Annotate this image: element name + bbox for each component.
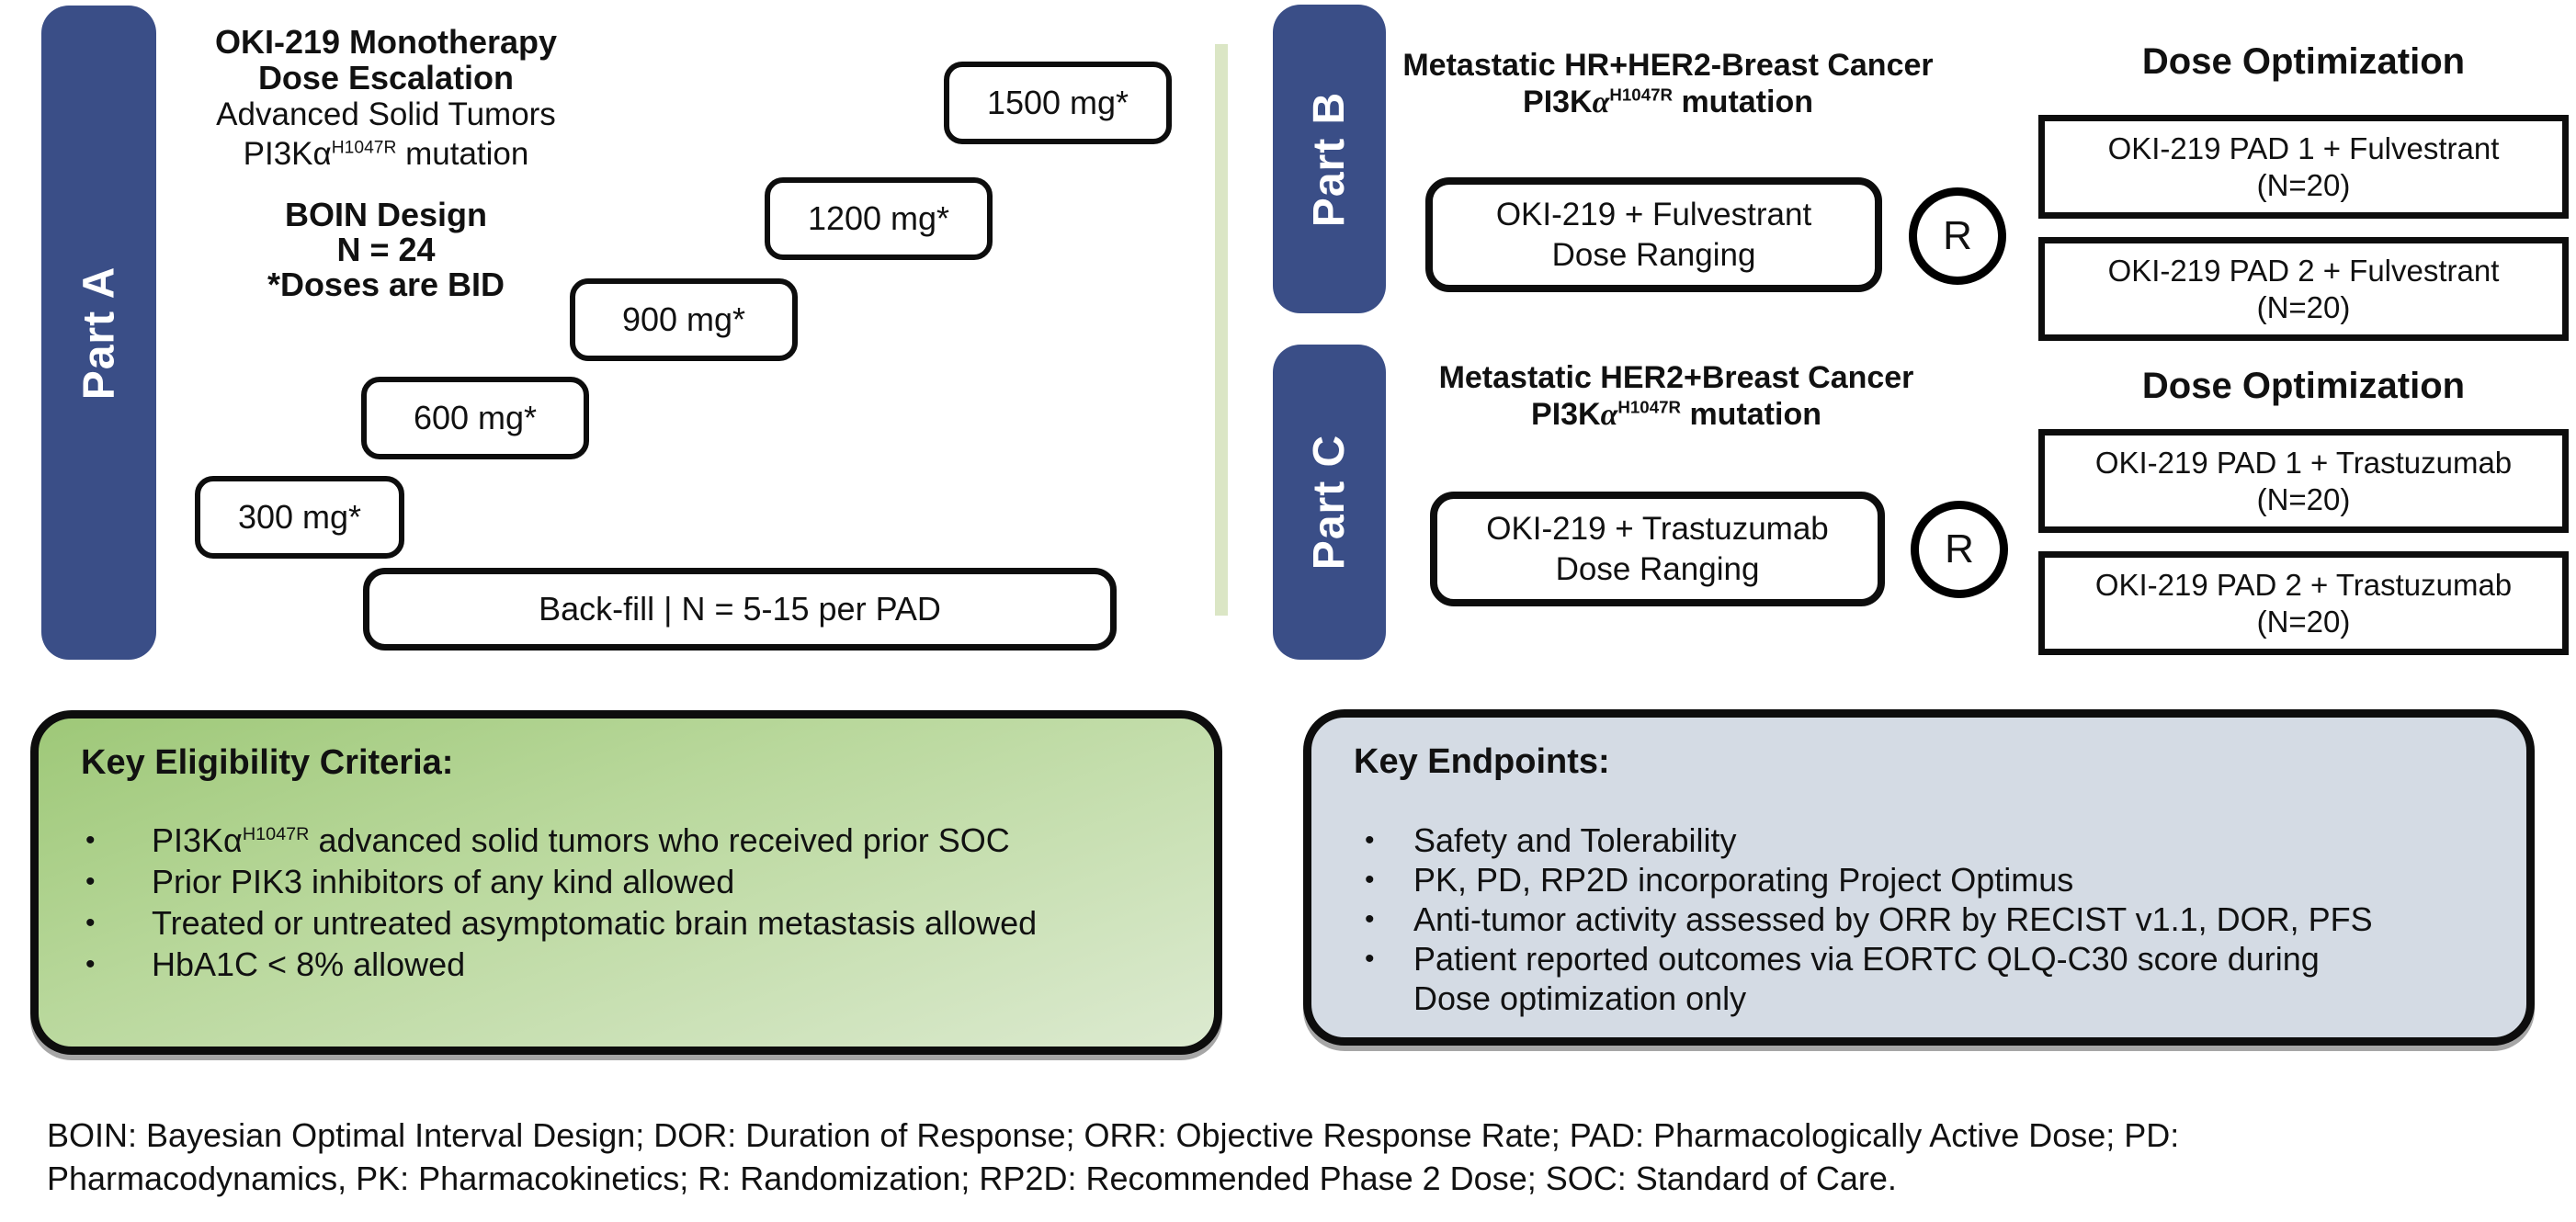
part-a-title-line1: OKI-219 Monotherapy [214, 23, 558, 61]
footnote-line1: BOIN: Bayesian Optimal Interval Design; … [47, 1116, 2180, 1154]
pad-line1: OKI-219 PAD 1 + Fulvestrant [2107, 130, 2500, 165]
doses-bid-note: *Doses are BID [267, 266, 505, 303]
abbreviations-footnote: BOIN: Bayesian Optimal Interval Design; … [47, 1114, 2547, 1200]
dose-box-300mg: 300 mg* [195, 476, 404, 559]
backfill-label: Back-fill | N = 5-15 per PAD [539, 590, 941, 628]
ranging-line1: OKI-219 + Fulvestrant [1495, 196, 1812, 232]
part-b-indication: Metastatic HR+HER2-Breast Cancer [1402, 48, 1934, 83]
endpoints-bullet-1: Safety and Tolerability [1365, 820, 2403, 860]
ranging-line2: Dose Ranging [1555, 550, 1760, 587]
section-divider [1215, 44, 1228, 616]
mutation-pre: PI3K [152, 821, 224, 859]
eligibility-list: PI3KαH1047R advanced solid tumors who re… [85, 820, 1188, 985]
endpoints-bullet-4: Patient reported outcomes via EORTC QLQ-… [1365, 939, 2357, 1018]
endpoints-bullet-3: Anti-tumor activity assessed by ORR by R… [1365, 900, 2403, 939]
part-c-pad1-box: OKI-219 PAD 1 + Trastuzumab (N=20) [2038, 429, 2569, 533]
dose-label: 900 mg* [621, 300, 746, 338]
part-b-header: Metastatic HR+HER2-Breast Cancer PI3KαH1… [1383, 48, 1953, 121]
part-c-label: Part C [1305, 434, 1354, 571]
eligibility-bullet-4: HbA1C < 8% allowed [85, 944, 1188, 985]
mutation-post: mutation [1681, 397, 1821, 432]
part-c-header: Metastatic HER2+Breast Cancer PI3KαH1047… [1391, 360, 1961, 434]
dose-label: 600 mg* [413, 399, 538, 436]
pad-line1: OKI-219 PAD 1 + Trastuzumab [2094, 445, 2513, 480]
part-b-dose-optimization-title: Dose Optimization [2141, 41, 2466, 82]
part-b-bar: Part B [1273, 5, 1386, 313]
boin-design-line: BOIN Design [284, 196, 488, 233]
n-count-line: N = 24 [336, 231, 436, 268]
part-a-design-block: BOIN Design N = 24 *Doses are BID [147, 198, 625, 302]
part-c-mutation-line: PI3KαH1047R mutation [1391, 396, 1961, 434]
mutation-sup: H1047R [1617, 397, 1681, 417]
endpoints-title: Key Endpoints: [1354, 742, 1610, 781]
key-endpoints-box: Key Endpoints: Safety and Tolerability P… [1303, 709, 2535, 1046]
mutation-post: mutation [1673, 85, 1813, 119]
pad-line2: (N=20) [2256, 289, 2351, 324]
mutation-pre: PI3K [1523, 85, 1593, 119]
mutation-sup: H1047R [1609, 85, 1673, 105]
part-c-dose-optimization-title: Dose Optimization [2141, 366, 2466, 406]
eligibility-title: Key Eligibility Criteria: [81, 743, 454, 782]
dose-label: 1200 mg* [807, 199, 950, 237]
randomization-letter: R [1945, 526, 1974, 571]
ranging-line2: Dose Ranging [1551, 236, 1756, 273]
pad-line1: OKI-219 PAD 2 + Fulvestrant [2107, 253, 2500, 288]
part-a-label: Part A [74, 266, 123, 400]
mutation-alpha: α [312, 136, 332, 172]
part-b-mutation-line: PI3KαH1047R mutation [1383, 84, 1953, 121]
dose-box-1200mg: 1200 mg* [765, 177, 993, 260]
pad-line2: (N=20) [2256, 167, 2351, 202]
part-a-title-line2: Dose Escalation [257, 59, 515, 96]
eligibility-bullet-2: Prior PIK3 inhibitors of any kind allowe… [85, 861, 1188, 902]
backfill-box: Back-fill | N = 5-15 per PAD [363, 568, 1117, 651]
mutation-alpha: α [1600, 398, 1618, 432]
part-a-header: OKI-219 Monotherapy Dose Escalation Adva… [147, 24, 625, 302]
part-c-dose-ranging-box: OKI-219 + Trastuzumab Dose Ranging [1430, 492, 1885, 606]
part-a-subtitle: Advanced Solid Tumors [216, 96, 556, 132]
part-c-randomization-circle: R [1911, 501, 2008, 598]
part-b-dose-ranging-box: OKI-219 + Fulvestrant Dose Ranging [1425, 177, 1882, 292]
part-b-randomization-circle: R [1909, 187, 2006, 285]
part-b-pad1-box: OKI-219 PAD 1 + Fulvestrant (N=20) [2038, 115, 2569, 219]
pad-line2: (N=20) [2256, 604, 2351, 639]
mutation-pre: PI3K [243, 136, 313, 172]
endpoints-bullet-2: PK, PD, RP2D incorporating Project Optim… [1365, 860, 2403, 900]
bullet-text: advanced solid tumors who received prior… [309, 821, 1010, 859]
part-a-mutation-line: PI3KαH1047R mutation [147, 133, 625, 175]
mutation-pre: PI3K [1531, 397, 1601, 432]
eligibility-bullet-3: Treated or untreated asymptomatic brain … [85, 902, 1188, 944]
part-b-pad2-box: OKI-219 PAD 2 + Fulvestrant (N=20) [2038, 237, 2569, 341]
mutation-post: mutation [396, 136, 529, 172]
dose-box-1500mg: 1500 mg* [944, 62, 1172, 144]
dose-label: 300 mg* [237, 498, 362, 536]
key-eligibility-box: Key Eligibility Criteria: PI3KαH1047R ad… [30, 710, 1222, 1055]
dose-box-600mg: 600 mg* [361, 377, 589, 459]
eligibility-bullet-1: PI3KαH1047R advanced solid tumors who re… [85, 820, 1188, 861]
part-c-indication: Metastatic HER2+Breast Cancer [1438, 360, 1914, 395]
mutation-alpha: α [1592, 85, 1610, 119]
mutation-alpha: α [223, 821, 243, 859]
part-b-label: Part B [1305, 91, 1354, 227]
ranging-line1: OKI-219 + Trastuzumab [1486, 510, 1829, 547]
pad-line1: OKI-219 PAD 2 + Trastuzumab [2094, 567, 2513, 602]
part-c-bar: Part C [1273, 345, 1386, 660]
pad-line2: (N=20) [2256, 481, 2351, 516]
randomization-letter: R [1943, 213, 1972, 258]
dose-label: 1500 mg* [986, 84, 1129, 121]
dose-box-900mg: 900 mg* [570, 278, 798, 361]
part-a-bar: Part A [41, 6, 156, 660]
endpoints-list: Safety and Tolerability PK, PD, RP2D inc… [1365, 820, 2403, 1018]
mutation-sup: H1047R [331, 138, 397, 158]
footnote-line2: Pharmacodynamics, PK: Pharmacokinetics; … [47, 1160, 1897, 1197]
mutation-sup: H1047R [242, 824, 310, 844]
part-c-pad2-box: OKI-219 PAD 2 + Trastuzumab (N=20) [2038, 551, 2569, 655]
